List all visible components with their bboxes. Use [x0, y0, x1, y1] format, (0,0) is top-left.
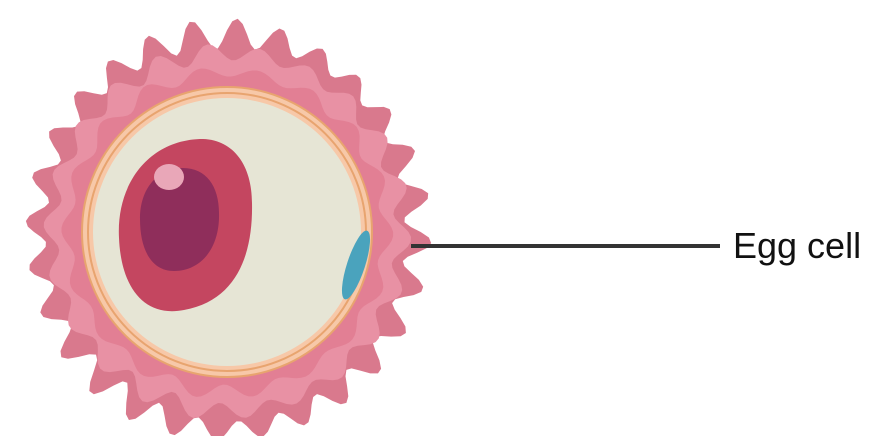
nucleolus-highlight-icon [154, 164, 184, 190]
egg-cell-label: Egg cell [733, 226, 861, 266]
